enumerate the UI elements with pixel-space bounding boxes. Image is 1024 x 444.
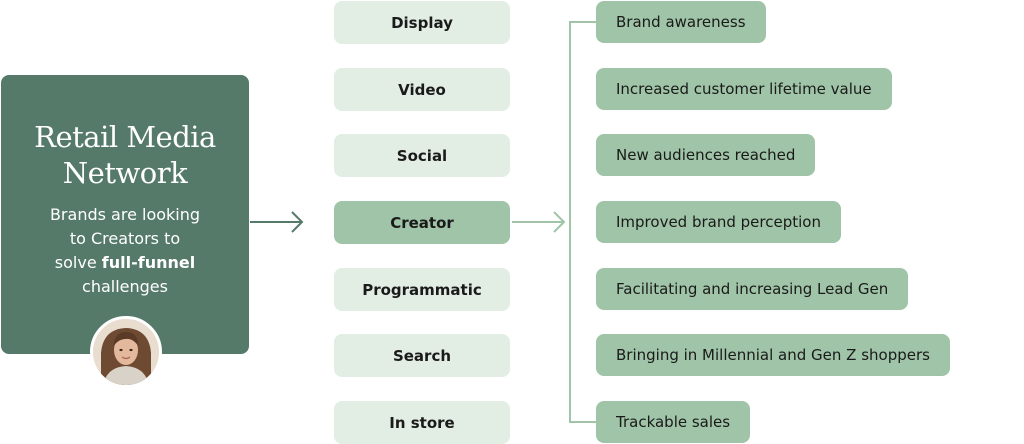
- card-body-line-3-pre: solve: [54, 253, 102, 272]
- outcome-customer-lifetime-value: Increased customer lifetime value: [596, 68, 892, 110]
- card-description: Brands are looking to Creators to solve …: [1, 203, 249, 299]
- outcome-brand-perception: Improved brand perception: [596, 201, 841, 243]
- channel-display: Display: [334, 1, 510, 44]
- card-body-line-3-bold: full-funnel: [101, 253, 196, 272]
- channel-creator: Creator: [334, 201, 510, 244]
- card-body-line-1: Brands are looking: [49, 205, 201, 224]
- card-title: Retail Media Network: [1, 119, 249, 191]
- card-body-line-4: challenges: [82, 277, 168, 296]
- outcome-brand-awareness: Brand awareness: [596, 1, 766, 43]
- outcomes-bracket: [569, 21, 596, 423]
- channel-social: Social: [334, 134, 510, 177]
- creator-portrait-image: [93, 319, 159, 385]
- channel-in-store: In store: [334, 401, 510, 444]
- outcome-new-audiences: New audiences reached: [596, 134, 816, 176]
- channel-video: Video: [334, 68, 510, 111]
- card-title-line-2: Network: [62, 156, 188, 190]
- card-title-line-1: Retail Media: [34, 120, 216, 154]
- channel-programmatic: Programmatic: [334, 268, 510, 311]
- card-to-creator-arrowhead: [291, 211, 304, 233]
- channel-search: Search: [334, 334, 510, 377]
- retail-media-network-card: Retail Media Network Brands are looking …: [1, 75, 249, 388]
- outcome-lead-gen: Facilitating and increasing Lead Gen: [596, 268, 909, 310]
- card-body-line-2: to Creators to: [69, 229, 181, 248]
- outcome-millennial-gen-z: Bringing in Millennial and Gen Z shopper…: [596, 334, 950, 376]
- outcome-trackable-sales: Trackable sales: [596, 401, 751, 443]
- avatar: [90, 316, 162, 388]
- creator-to-outcomes-arrowhead: [553, 211, 566, 233]
